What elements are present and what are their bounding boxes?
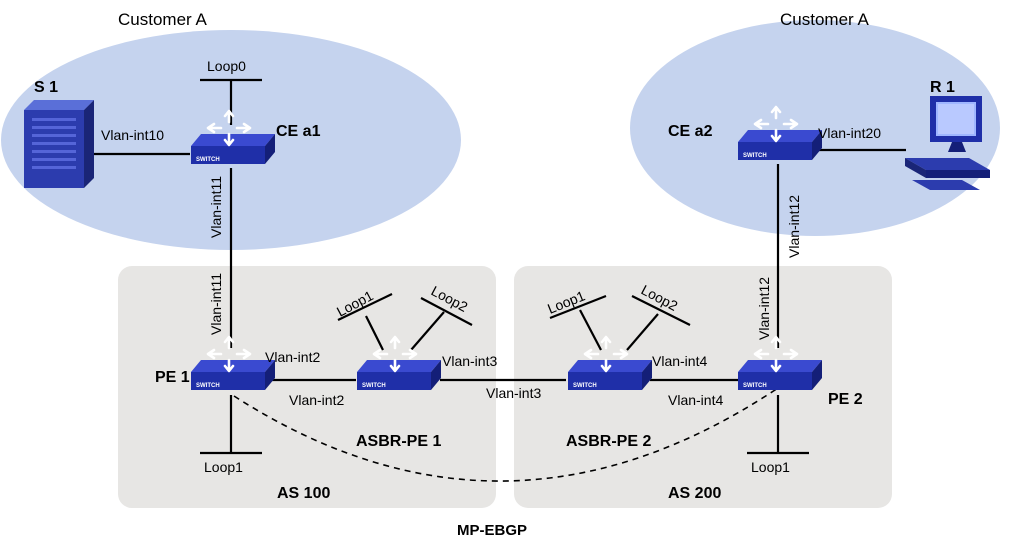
pe1-vlan-int11-label: Vlan-int11 [208, 273, 224, 335]
pe1-loop1-label: Loop1 [204, 459, 243, 475]
device-label-ce-a1: CE a1 [276, 123, 321, 140]
mp-ebgp-label: MP-EBGP [457, 522, 527, 539]
loop1-bar-asbr-pe2 [549, 294, 607, 320]
asbr2-vlan-int3-label: Vlan-int3 [486, 385, 541, 401]
host-pc-icon [905, 96, 990, 190]
loop2-bar-asbr-pe2 [631, 295, 691, 326]
switch-badge-ce-a2: SWITCH [743, 153, 767, 159]
device-label-ce-a2: CE a2 [668, 123, 713, 140]
s1-vlan-int10-label: Vlan-int10 [101, 127, 164, 143]
switch-badge-pe2: SWITCH [743, 383, 767, 389]
as100-area [118, 266, 496, 508]
pe2-vlan-int4-label: Vlan-int4 [668, 392, 723, 408]
switch-icon-ce-a1 [191, 109, 275, 164]
switch-icon-asbr-pe2 [568, 335, 652, 390]
switch-badge-asbr-pe1: SWITCH [362, 383, 386, 389]
device-label-asbr-pe2: ASBR-PE 2 [566, 433, 651, 450]
switch-icon-pe2 [738, 335, 822, 390]
loop1-bar-asbr-pe1 [337, 293, 393, 321]
device-label-r1: R 1 [930, 79, 955, 96]
device-label-asbr-pe1: ASBR-PE 1 [356, 433, 441, 450]
customer-label-right: Customer A [780, 10, 869, 29]
ce-a1-loop0-label: Loop0 [207, 58, 246, 74]
as200-label: AS 200 [668, 485, 721, 502]
link-asbr-pe2-loop1 [579, 309, 602, 351]
switch-icon-ce-a2 [738, 105, 822, 160]
switch-badge-asbr-pe2: SWITCH [573, 383, 597, 389]
device-label-s1: S 1 [34, 79, 58, 96]
switch-badge-pe1: SWITCH [196, 383, 220, 389]
loop2-bar-asbr-pe1 [420, 297, 473, 326]
ce-a2-vlan-int12-label: Vlan-int12 [786, 195, 802, 258]
switch-icon-asbr-pe1 [357, 335, 441, 390]
asbr2-vlan-int4-label: Vlan-int4 [652, 353, 707, 369]
switch-icon-pe1 [191, 335, 275, 390]
asbr1-vlan-int2-label: Vlan-int2 [289, 392, 344, 408]
ce-a2-vlan-int20-label: Vlan-int20 [818, 125, 881, 141]
link-asbr-pe1-loop1 [365, 315, 384, 351]
pe1-vlan-int2-label: Vlan-int2 [265, 349, 320, 365]
device-label-pe1: PE 1 [155, 369, 190, 386]
device-label-pe2: PE 2 [828, 391, 863, 408]
link-asbr-pe1-loop2 [410, 311, 445, 351]
link-asbr-pe2-loop2 [626, 313, 659, 351]
mp-ebgp-session-line [233, 387, 779, 482]
ce-a1-vlan-int11-label: Vlan-int11 [208, 176, 224, 238]
pe2-vlan-int12-label: Vlan-int12 [756, 277, 772, 340]
asbr1-vlan-int3-label: Vlan-int3 [442, 353, 497, 369]
server-icon [24, 100, 94, 188]
customer-label-left: Customer A [118, 10, 207, 29]
customer-site-right [630, 20, 1000, 236]
as100-label: AS 100 [277, 485, 330, 502]
pe2-loop1-label: Loop1 [751, 459, 790, 475]
switch-badge-ce-a1: SWITCH [196, 157, 220, 163]
as200-area [514, 266, 892, 508]
